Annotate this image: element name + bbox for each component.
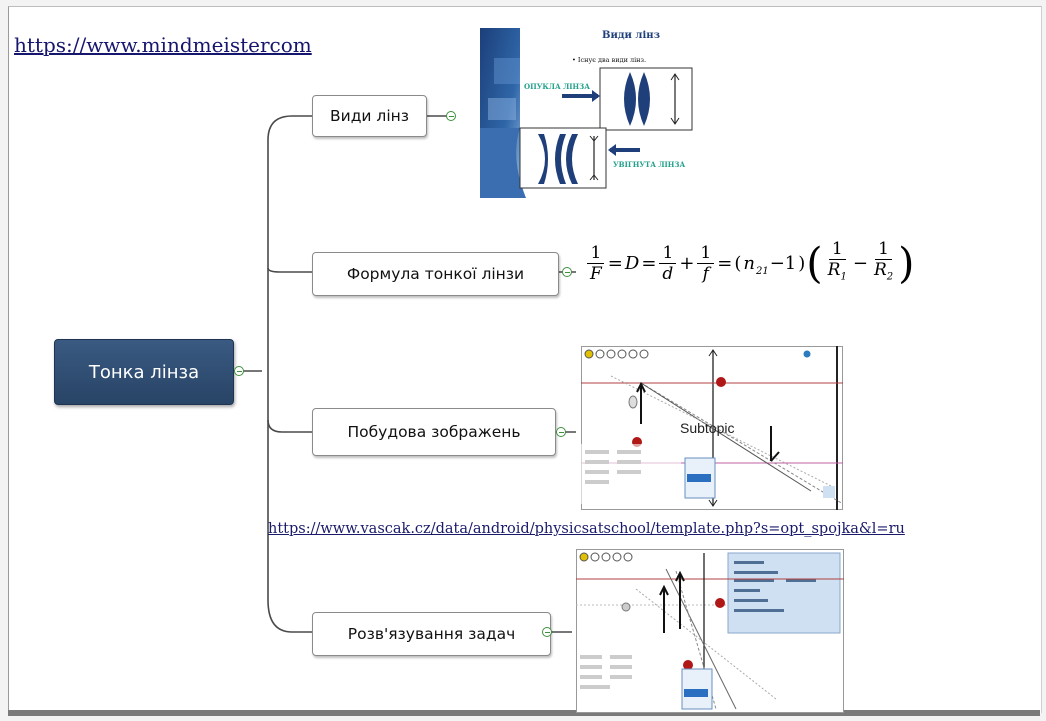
connector-formula (267, 267, 312, 273)
concave-lens-label: УВІГНУТА ЛІНЗА (613, 160, 686, 169)
root-label: Тонка лінза (88, 361, 200, 383)
slide-bullet: • Існує два види лінз. (572, 56, 647, 64)
subtopic-label: Subtopic (680, 420, 735, 436)
convex-lens-label: ОПУКЛА ЛІНЗА (524, 82, 590, 91)
lens-types-slide-image: Види лінз • Існує два види лінз. ОПУКЛА … (480, 28, 694, 198)
collapse-toggle-icon[interactable] (556, 427, 566, 437)
source-link[interactable]: https://www.mindmeistercom (14, 33, 312, 57)
ray-diagram-graphic (581, 346, 843, 510)
branch-node-formula[interactable]: Формула тонкої лінзи (312, 252, 559, 296)
branch-node-vydy-linz[interactable]: Види лінз (312, 95, 427, 137)
branch-label: Види лінз (329, 107, 409, 125)
connector-rozvyazuvannya (267, 599, 312, 633)
slide-title: Види лінз (602, 30, 660, 41)
collapse-toggle-icon[interactable] (234, 366, 244, 376)
collapse-toggle-icon[interactable] (562, 267, 572, 277)
branch-label: Розв'язування задач (347, 625, 516, 643)
collapse-toggle-icon[interactable] (542, 627, 552, 637)
branch-node-pobudova[interactable]: Побудова зображень (312, 408, 556, 456)
problem-solving-simulation (576, 549, 844, 713)
root-node[interactable]: Тонка лінза (54, 339, 234, 405)
lens-slide-graphic (480, 28, 693, 198)
problem-ray-diagram-graphic (576, 549, 844, 713)
branch-label: Формула тонкої лінзи (346, 265, 525, 283)
connector-pobudova (267, 419, 312, 433)
image-construction-simulation: Subtopic (581, 346, 843, 510)
canvas-bottom-edge (8, 710, 1040, 716)
connector-vydy-linz (267, 115, 312, 141)
branch-node-rozvyazuvannya[interactable]: Розв'язування задач (312, 612, 551, 656)
branch-label: Побудова зображень (347, 423, 521, 441)
collapse-toggle-icon[interactable] (446, 111, 456, 121)
simulation-link[interactable]: https://www.vascak.cz/data/android/physi… (268, 521, 905, 537)
